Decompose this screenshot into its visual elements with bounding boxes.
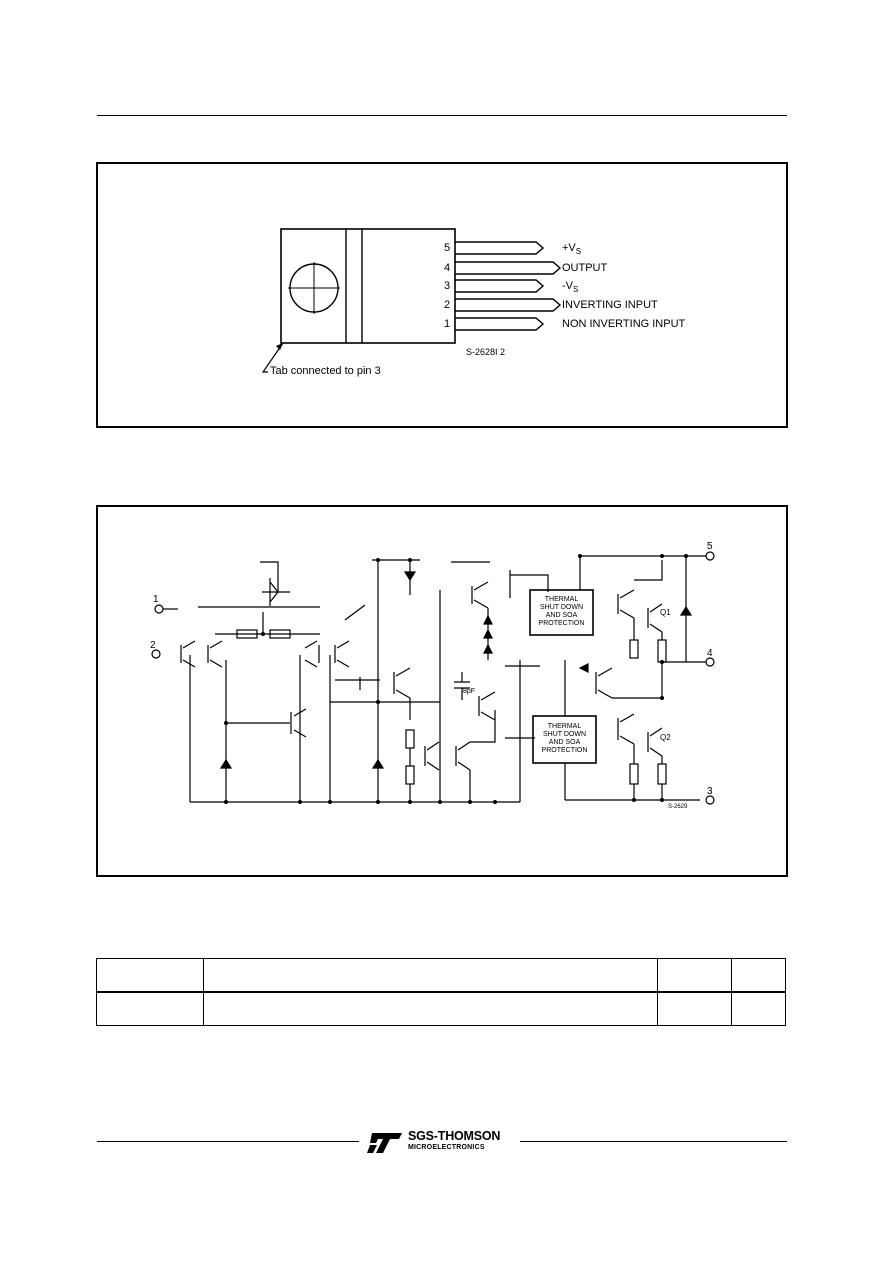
pin-4-number: 4 (444, 262, 451, 274)
protection-line-1: THERMAL (547, 723, 582, 730)
terminal-4-label: 4 (707, 648, 713, 659)
pin-1-number: 1 (444, 318, 451, 330)
pin-4-label: OUTPUT (562, 262, 608, 274)
protection-block-lower: THERMAL SHUT DOWN AND SOA PROTECTION (533, 723, 596, 755)
table-cell (657, 958, 732, 992)
pin-5-label: +VS (562, 242, 582, 257)
pinout-figure-frame (96, 162, 788, 428)
header-rule (97, 115, 787, 116)
pin-1-label: NON INVERTING INPUT (562, 318, 686, 330)
table-row (96, 991, 786, 1026)
table-cell (96, 991, 204, 1026)
pin-2-label: INVERTING INPUT (562, 299, 658, 311)
data-table (96, 958, 786, 1026)
brand-subtitle: MICROELECTRONICS (408, 1144, 485, 1151)
pin-5-number: 5 (444, 242, 451, 254)
pin-2-number: 2 (444, 299, 451, 311)
brand-name: SGS-THOMSON (408, 1129, 501, 1143)
footer-rule-left (97, 1141, 359, 1142)
protection-line-4: PROTECTION (538, 620, 585, 627)
q1-label: Q1 (660, 608, 671, 617)
table-cell (731, 991, 786, 1026)
terminal-1-label: 1 (153, 594, 159, 605)
protection-line-2: SHUT DOWN (542, 731, 587, 738)
table-cell (96, 958, 204, 992)
pin-3-number: 3 (444, 280, 451, 292)
table-header-row (96, 958, 786, 992)
st-logo-icon (367, 1133, 402, 1153)
schematic-figure-frame (96, 505, 788, 877)
terminal-2-label: 2 (150, 640, 156, 651)
table-cell (203, 958, 658, 992)
protection-line-3: AND SOA (545, 612, 578, 619)
capacitor-label: 8pF (463, 688, 476, 695)
table-cell (731, 958, 786, 992)
pinout-code: S-2628I 2 (466, 347, 506, 357)
protection-line-1: THERMAL (544, 596, 579, 603)
footer-rule-right (520, 1141, 787, 1142)
tab-note: Tab connected to pin 3 (270, 365, 381, 377)
protection-line-2: SHUT DOWN (539, 604, 584, 611)
q2-label: Q2 (660, 733, 671, 742)
terminal-3-label: 3 (707, 786, 713, 797)
protection-line-3: AND SOA (548, 739, 581, 746)
table-cell (657, 991, 732, 1026)
schematic-code: S-2629 (668, 804, 688, 810)
pin-3-label: -VS (562, 280, 579, 295)
table-cell (203, 991, 658, 1026)
protection-block-upper: THERMAL SHUT DOWN AND SOA PROTECTION (530, 596, 593, 628)
terminal-5-label: 5 (707, 541, 713, 552)
protection-line-4: PROTECTION (541, 747, 588, 754)
